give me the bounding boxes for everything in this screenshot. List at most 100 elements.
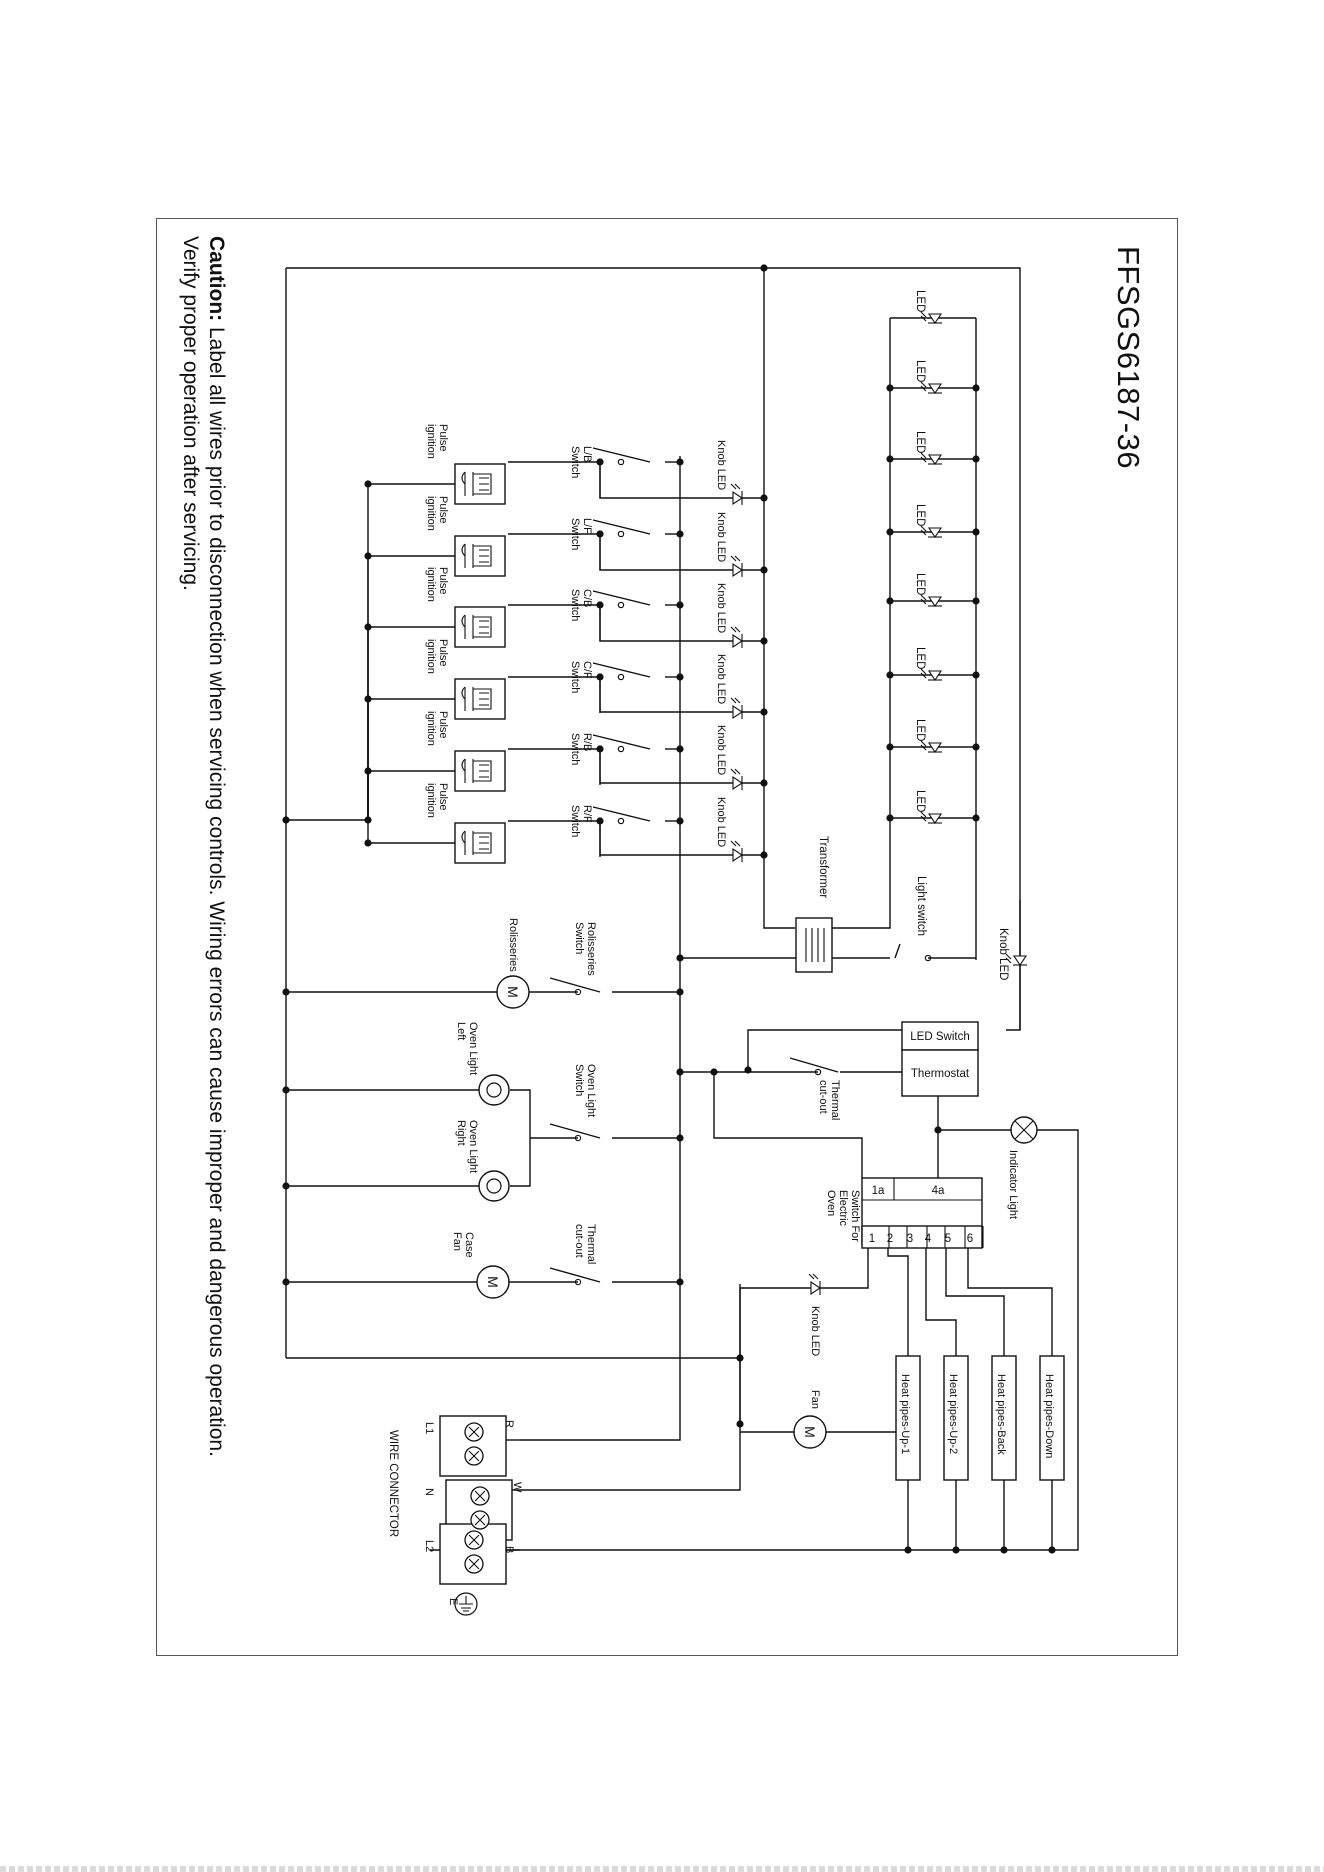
- led-switch-feed: [747, 1029, 902, 1070]
- led-ray: [920, 525, 927, 532]
- knob-led-rung: [599, 605, 764, 642]
- led-icon: [927, 383, 943, 394]
- thermostat-box: [901, 1049, 979, 1097]
- label-line: R/B: [581, 733, 593, 751]
- terminal-dot: [617, 458, 625, 466]
- junction-dot: [676, 673, 684, 681]
- label-line: Transformer: [817, 836, 829, 898]
- knob-led-rung: [599, 819, 764, 856]
- knob-rail: [763, 268, 795, 929]
- label-line: Switch: [569, 446, 581, 478]
- wire-letter-B: B: [503, 1546, 515, 1553]
- pulse-arc: [461, 830, 466, 844]
- label-line: W: [511, 1482, 523, 1493]
- heat-pipe-box: [1039, 1355, 1065, 1481]
- label-line: C/B: [581, 589, 593, 607]
- led-ray: [920, 529, 927, 536]
- motor-icon: [476, 1265, 510, 1299]
- led-label: LED: [914, 290, 926, 312]
- oven-light-switch: [549, 1123, 601, 1139]
- label-line: LED: [914, 790, 926, 812]
- burner-switch: [592, 447, 651, 463]
- oven-light-icon: [478, 1074, 510, 1106]
- wire-connector-label: WIRE CONNECTOR: [387, 1430, 399, 1537]
- label-line: Knob LED: [809, 1306, 821, 1356]
- led-ray: [920, 815, 927, 822]
- label-line: WIRE CONNECTOR: [387, 1430, 399, 1537]
- indicator-light-label: Indicator Light: [1007, 1150, 1019, 1219]
- label-line: Knob LED: [715, 797, 727, 847]
- junction-dot: [972, 743, 980, 751]
- junction-dot: [972, 814, 980, 822]
- label-line: Heat pipes-Back: [995, 1374, 1007, 1455]
- junction-dot: [760, 566, 768, 574]
- light-switch-blade: [894, 943, 901, 959]
- label-line: Heat pipes-Up-2: [947, 1374, 959, 1454]
- junction-dot: [904, 1546, 912, 1554]
- junction-dot: [972, 671, 980, 679]
- indicator-light-cross: [1014, 1120, 1034, 1140]
- red-wire: [520, 1424, 681, 1441]
- burner-switch: [592, 734, 651, 750]
- wire-letter-R: R: [503, 1420, 515, 1428]
- led-icon: [810, 1280, 821, 1296]
- label-line: Oven Light: [585, 1064, 597, 1117]
- label-line: Knob LED: [715, 512, 727, 562]
- top-bus: [286, 267, 1021, 1030]
- oven-light-right-label: Oven LightRight: [455, 1120, 479, 1173]
- knob-led-label: Knob LED: [715, 512, 727, 562]
- label-line: Thermal: [585, 1224, 597, 1264]
- knob-led-rung: [599, 534, 764, 571]
- led-ray: [734, 768, 741, 775]
- oven-terminal: 4: [925, 1233, 932, 1245]
- label-line: Switch: [573, 1064, 585, 1096]
- knob-led-label: Knob LED: [715, 797, 727, 847]
- label-line: ignition: [425, 424, 437, 459]
- heat-pipe-feed: [945, 1248, 1005, 1356]
- label-line: Heat pipes-Up-1: [899, 1374, 911, 1454]
- label-line: ignition: [425, 711, 437, 746]
- led-ray: [920, 315, 927, 322]
- label-line: Case: [463, 1232, 475, 1258]
- thermal-cutout-top: [789, 1057, 839, 1073]
- label-line: R/F: [581, 805, 593, 823]
- label-line: Knob LED: [715, 583, 727, 633]
- label-line: R: [503, 1420, 515, 1428]
- label-line: Knob LED: [997, 928, 1009, 980]
- oven-light-right-lead: [510, 1138, 531, 1187]
- pulse-arc: [461, 686, 466, 700]
- led-ray: [730, 768, 737, 775]
- heat-pipe-label: Heat pipes-Up-2: [947, 1374, 959, 1454]
- led-icon: [927, 527, 943, 538]
- knob-led-label: Knob LED: [715, 654, 727, 704]
- pulse-ignition-icon: [454, 535, 506, 577]
- knob-led-feed: [1006, 900, 1021, 1031]
- label-line: Indicator Light: [1007, 1150, 1019, 1219]
- label-line: L2: [423, 1540, 435, 1552]
- motor-symbol: M: [485, 1276, 501, 1288]
- led-ray: [920, 598, 927, 605]
- terminal-4a: 4a: [932, 1185, 945, 1197]
- label-line: LED: [914, 360, 926, 382]
- led-ray: [920, 811, 927, 818]
- junction-dot: [282, 988, 290, 996]
- heat-pipe-feed: [887, 1248, 909, 1356]
- knob-led-label: Knob LED: [715, 725, 727, 775]
- led-icon: [732, 775, 743, 791]
- led-ray: [920, 452, 927, 459]
- led-ray: [734, 483, 741, 490]
- transformer-coil: [805, 928, 825, 962]
- terminal-dot: [617, 745, 625, 753]
- junction-dot: [364, 816, 372, 824]
- label-line: cut-out: [817, 1080, 829, 1114]
- white-wire: [520, 1284, 741, 1491]
- rotisseries-switch-label: RolisseriesSwitch: [573, 922, 597, 976]
- led-icon: [927, 313, 943, 324]
- led-icon: [732, 847, 743, 863]
- label-line: Switch: [569, 805, 581, 837]
- thermostat-label: Thermostat: [911, 1068, 970, 1080]
- junction-dot: [282, 1182, 290, 1190]
- led-icon: [1012, 955, 1028, 966]
- junction-dot: [972, 455, 980, 463]
- junction-dot: [676, 530, 684, 538]
